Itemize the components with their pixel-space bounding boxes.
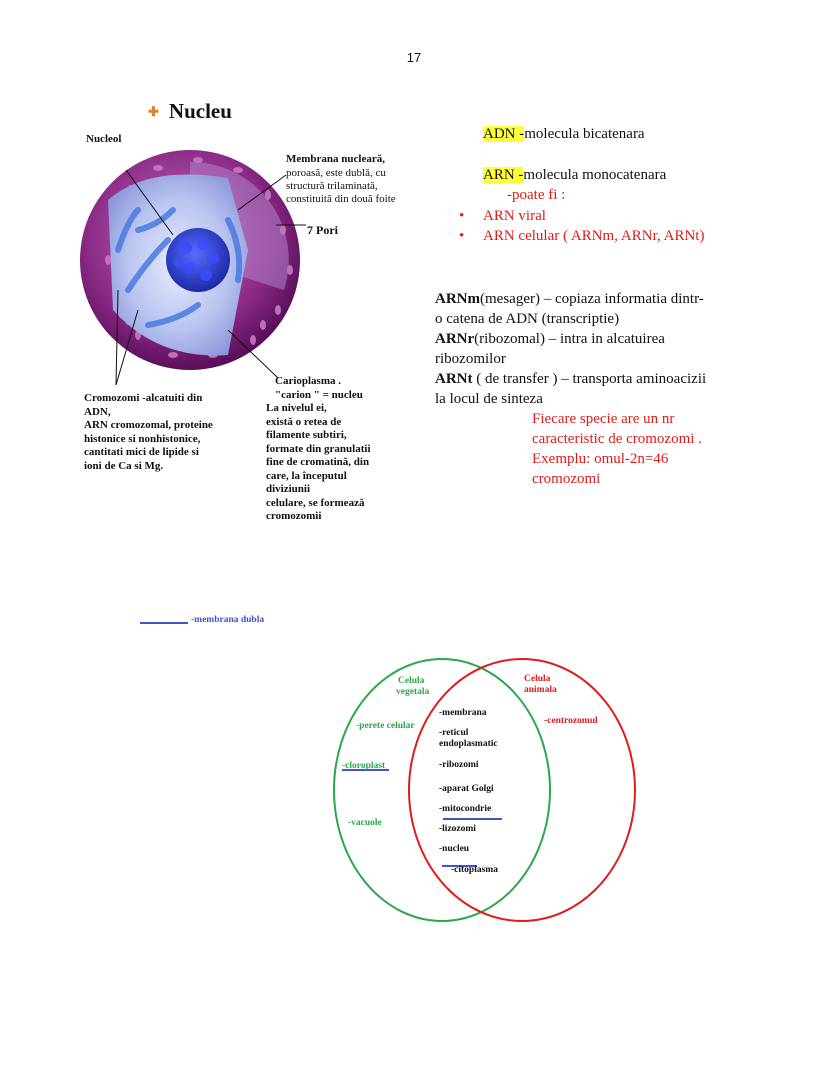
label-cromozomi-line: Cromozomi -alcatuiti din: [84, 392, 203, 404]
venn-common-item: -mitocondrie: [439, 804, 492, 814]
label-cromozomi-line: ARN cromozomal, proteine: [84, 419, 213, 431]
membrane-legend-label: -membrana dubla: [191, 615, 265, 625]
species-note-line: caracteristic de cromozomi .: [532, 431, 702, 447]
arn-type-line: ARNt ( de transfer ) – transporta aminoa…: [435, 369, 735, 389]
venn-common-item: -citoplasma: [451, 865, 498, 875]
list-item: ARN celular ( ARNm, ARNr, ARNt): [456, 226, 704, 246]
arn-type-desc: (ribozomal) – intra in alcatuirea: [474, 331, 665, 347]
label-cromozomi-line: ADN,: [84, 405, 111, 418]
label-cromozomi: Cromozomi -alcatuiti din ADN, ARN cromoz…: [84, 392, 213, 473]
venn-diagram: [333, 658, 636, 922]
arn-type-cont: ribozomilor: [435, 351, 506, 367]
venn-common-item: -membrana: [439, 708, 487, 718]
adn-term: ADN -: [483, 126, 525, 142]
label-pori-number: 7: [307, 223, 313, 237]
label-nucleol: Nucleol: [86, 133, 122, 145]
venn-plant-title-line: Celula: [398, 676, 425, 686]
venn-common-item: -aparat Golgi: [439, 784, 494, 794]
venn-common-item: endoplasmatic: [439, 739, 498, 749]
species-note-line: Fiecare specie are un nr: [532, 411, 675, 427]
label-carioplasma-line: care, la începutul: [266, 469, 347, 482]
page-number: 17: [406, 50, 422, 65]
venn-common-item: -nucleu: [439, 844, 470, 854]
label-membrana: Membrana nucleară, poroasă, este dublă, …: [286, 153, 396, 206]
arn-type-line: ARNm(mesager) – copiaza informatia dintr…: [435, 289, 735, 309]
arn-type-line: ARNr(ribozomal) – intra in alcatuirea: [435, 329, 735, 349]
arn-definition: ARN -molecula monocatenara: [483, 165, 666, 185]
label-membrana-line: Membrana nucleară,: [286, 153, 385, 165]
venn-common-list: -membrana -reticul endoplasmatic -ribozo…: [439, 708, 498, 876]
arn-type-term: ARNr: [435, 331, 475, 347]
arn-type-cont: la locul de sinteza: [435, 391, 543, 407]
label-cromozomi-line: ioni de Ca si Mg.: [84, 459, 164, 472]
label-carioplasma-line: Carioplasma .: [275, 375, 341, 387]
arn-poate: -poate fi :: [507, 187, 566, 203]
label-cromozomi-line: histonice si nonhistonice,: [84, 432, 201, 445]
label-carioplasma-line: La nivelul ei,: [266, 402, 327, 414]
arn-type-desc: ( de transfer ) – transporta aminoacizii: [472, 371, 707, 387]
section-title-text: Nucleu: [168, 99, 232, 123]
venn-animal-title-line: animala: [524, 685, 557, 695]
label-carioplasma-line: formate din granulatii: [266, 442, 371, 455]
arn-type-term: ARNt: [435, 371, 473, 387]
arn-list: ARN viral ARN celular ( ARNm, ARNr, ARNt…: [456, 206, 704, 246]
species-note-line: cromozomi: [532, 471, 601, 487]
arn-types: ARNm(mesager) – copiaza informatia dintr…: [435, 289, 735, 409]
venn-plant-title-line: vegetala: [396, 687, 430, 697]
adn-definition: ADN -molecula bicatenara: [483, 124, 645, 144]
venn-animal-circle: [408, 658, 636, 922]
species-note-line: Exemplu: omul-2n=46: [532, 451, 669, 467]
venn-common-item: -reticul: [439, 728, 469, 738]
arn-type-desc: (mesager) – copiaza informatia dintr-: [480, 291, 704, 307]
chromosomes: [115, 207, 243, 328]
label-pori: 7 Pori: [307, 223, 338, 238]
label-carioplasma-line: "carion " = nucleu: [275, 388, 363, 401]
label-membrana-line: constituită din două foite: [286, 192, 396, 205]
label-pori-text: Pori: [316, 223, 338, 237]
list-item: ARN viral: [456, 206, 704, 226]
venn-plant-title: Celula vegetala: [396, 676, 429, 698]
label-carioplasma-line: fine de cromatină, din: [266, 456, 370, 468]
membrane-legend-swatch: [140, 622, 188, 624]
label-carioplasma-line: filamente subtiri,: [266, 429, 347, 441]
venn-animal-title-line: Celula: [524, 674, 551, 684]
venn-plant-item: -perete celular: [356, 721, 415, 731]
arn-type-term: ARNm: [435, 291, 480, 307]
arn-term: ARN -: [483, 167, 524, 183]
label-carioplasma-line: celulare, se formează: [266, 496, 365, 509]
label-cromozomi-line: cantitati mici de lipide si: [84, 446, 199, 458]
venn-animal-title: Celula animala: [524, 674, 557, 696]
arrow-bullet-icon: ✚: [148, 104, 159, 119]
venn-animal-item: -centrozomul: [544, 716, 598, 726]
label-membrana-line: poroasă, este dublă, cu: [286, 166, 386, 179]
label-carioplasma-line: cromozomii: [266, 510, 322, 522]
venn-common-item: -lizozomi: [439, 824, 476, 834]
arn-type-cont: o catena de ADN (transcriptie): [435, 311, 620, 327]
arn-desc: molecula monocatenara: [523, 167, 667, 183]
venn-plant-item: -vacuole: [348, 818, 382, 828]
venn-plant-circle: [333, 658, 551, 922]
adn-desc: molecula bicatenara: [524, 126, 645, 142]
species-note: Fiecare specie are un nr caracteristic d…: [532, 409, 702, 489]
label-membrana-line: structură trilaminată,: [286, 179, 378, 192]
label-carioplasma: Carioplasma . "carion " = nucleu La nive…: [266, 375, 371, 524]
label-carioplasma-line: există o retea de: [266, 415, 342, 428]
venn-common-item: -ribozomi: [439, 760, 479, 770]
label-carioplasma-line: diviziunii: [266, 483, 311, 495]
venn-plant-item: -cloroplast: [342, 761, 386, 771]
nucleus-figure: [80, 150, 306, 386]
section-title: ✚ Nucleu: [148, 99, 232, 124]
